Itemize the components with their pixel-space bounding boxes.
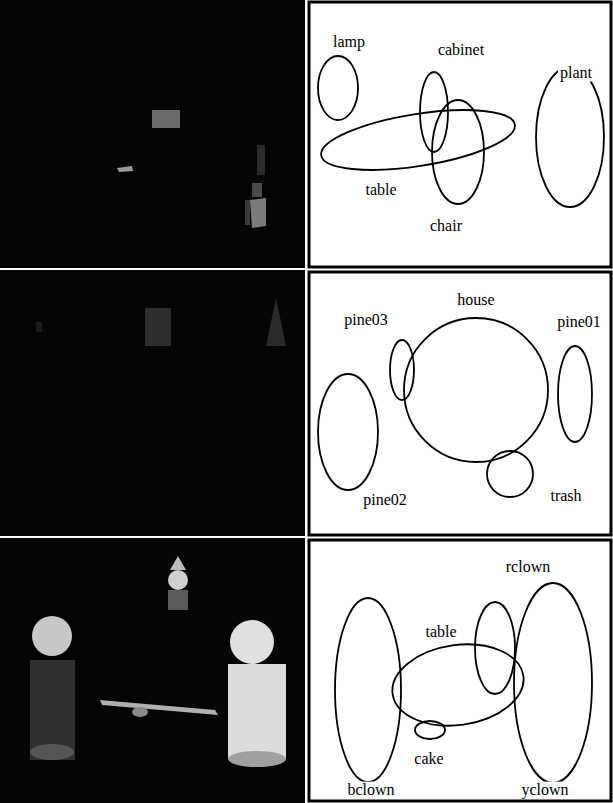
part-label: rclown <box>504 559 552 576</box>
room-render <box>117 110 266 228</box>
part-label: table <box>363 182 398 199</box>
clown-render <box>30 556 286 767</box>
part-label: bclown <box>345 782 396 799</box>
part-label: table <box>423 624 458 641</box>
part-label: lamp <box>331 34 367 51</box>
render-panel <box>0 270 305 536</box>
part-label: pine02 <box>361 492 409 509</box>
render-panel <box>0 0 305 268</box>
house-render <box>36 298 286 346</box>
render-panel <box>0 538 305 803</box>
part-label: yclown <box>519 782 570 799</box>
part-label: plant <box>558 65 594 82</box>
part-label: cake <box>412 751 445 768</box>
part-label: house <box>455 292 496 309</box>
object-ellipses <box>317 56 604 783</box>
part-label: chair <box>428 218 464 235</box>
part-label: pine03 <box>342 312 390 329</box>
part-label: trash <box>548 488 583 505</box>
panel-frame <box>309 2 611 801</box>
part-label: pine01 <box>555 314 603 331</box>
part-label: cabinet <box>436 42 486 59</box>
